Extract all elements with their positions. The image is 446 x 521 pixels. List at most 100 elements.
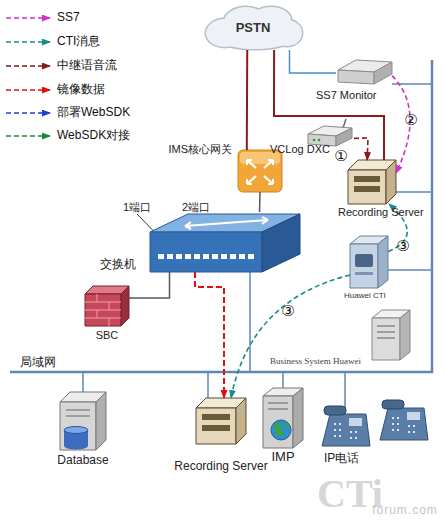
tower-slots — [268, 403, 288, 409]
globe-land — [274, 422, 290, 436]
sbc-side — [121, 286, 129, 326]
bus-branch — [396, 191, 432, 193]
port-label: 1端口 — [123, 202, 151, 213]
device-node: SS7 Monitor — [336, 60, 392, 86]
node-label: 交换机 — [100, 258, 146, 272]
phone-screen — [349, 418, 362, 426]
port — [194, 254, 200, 259]
server-node: Recording Server — [348, 160, 396, 204]
port — [176, 254, 182, 259]
disk-top — [64, 427, 88, 434]
legend-text: SS7 — [57, 11, 80, 23]
legend-sample — [6, 65, 50, 67]
node-label: SS7 Monitor — [316, 89, 416, 102]
phone-node: IP电话 — [318, 396, 430, 446]
gateway-arrows — [247, 160, 273, 184]
cloud-node: PSTN — [205, 6, 301, 50]
network-label: 局域网 — [20, 356, 56, 368]
cti-side — [378, 236, 388, 288]
port — [203, 254, 209, 259]
port — [230, 254, 236, 259]
business-server-icon — [372, 310, 410, 360]
bus-drop — [82, 372, 84, 394]
switch-side — [262, 214, 300, 272]
sbc-icon — [85, 286, 129, 326]
database-node: Database — [60, 392, 106, 450]
bus-drop — [282, 372, 284, 390]
tower-front — [263, 396, 293, 448]
switch-icon — [150, 214, 300, 272]
lan-bus — [10, 371, 433, 374]
switch-node: 交换机 — [150, 212, 300, 272]
device-side — [336, 128, 352, 146]
bus-drop — [344, 372, 346, 408]
legend-sample — [6, 112, 50, 114]
port — [167, 254, 173, 259]
server-side — [386, 160, 396, 204]
tower-side — [293, 388, 303, 448]
link-line — [129, 272, 170, 298]
phone-body — [322, 414, 370, 446]
legend-text: 中继语音流 — [57, 59, 117, 71]
cloud-icon — [206, 7, 302, 49]
server-front — [60, 402, 96, 450]
callout-number: ② — [404, 113, 417, 128]
phone-keys — [392, 418, 415, 432]
phone-screen — [407, 412, 420, 420]
server-icon — [348, 160, 396, 204]
server-node: Recording Server — [196, 398, 246, 444]
globe — [271, 420, 291, 440]
callout-number: ③ — [396, 239, 409, 254]
server-side — [400, 310, 410, 360]
cti-node: Huawei CTI — [350, 236, 388, 288]
server-front — [196, 408, 236, 444]
mirror-arrow — [195, 272, 224, 398]
port-label: 2端口 — [182, 202, 210, 213]
legend-sample — [6, 17, 50, 19]
phone-handset — [382, 400, 404, 409]
phone-keys — [334, 424, 357, 438]
switch-front — [150, 232, 262, 272]
node-label: Business System Huawei — [270, 356, 420, 366]
server-node: Business System Huawei — [372, 310, 410, 360]
phone-body — [380, 408, 428, 440]
cti-arrow — [231, 275, 350, 398]
server-icon — [196, 398, 246, 444]
led — [318, 139, 321, 142]
cti-icon — [350, 236, 388, 288]
server-slot — [202, 414, 230, 420]
bus-branch — [388, 269, 432, 271]
switch-arrows — [185, 217, 268, 229]
server-slot — [354, 176, 380, 182]
database-icon — [60, 392, 106, 450]
node-label: SBC — [77, 329, 137, 342]
led — [313, 139, 316, 142]
gateway-arrowheads — [247, 160, 273, 184]
device-node: VCLog DXC — [306, 124, 354, 148]
cti-slot — [355, 272, 373, 275]
node-label: PSTN — [205, 21, 301, 36]
link-line — [259, 192, 261, 212]
server-slots — [377, 326, 395, 338]
callout-number: ① — [334, 149, 347, 164]
bus-branch — [249, 272, 251, 372]
port — [239, 254, 245, 259]
phone-icon — [380, 400, 428, 440]
server-front — [348, 170, 386, 204]
cti-phone — [355, 254, 373, 267]
node-label: Database — [48, 454, 118, 468]
legend-sample — [6, 135, 50, 137]
port — [212, 254, 218, 259]
legend-text: 部署WebSDK — [57, 106, 130, 118]
server-slots — [66, 410, 90, 416]
node-label: Recording Server — [338, 206, 444, 219]
server-side — [96, 392, 106, 450]
node-label: Huawei CTI — [344, 291, 414, 300]
gateway-body — [238, 150, 282, 192]
phone-handset — [324, 406, 346, 415]
gateway-node: IMS核心网关 — [238, 150, 282, 192]
node-label: IP电话 — [324, 452, 384, 466]
